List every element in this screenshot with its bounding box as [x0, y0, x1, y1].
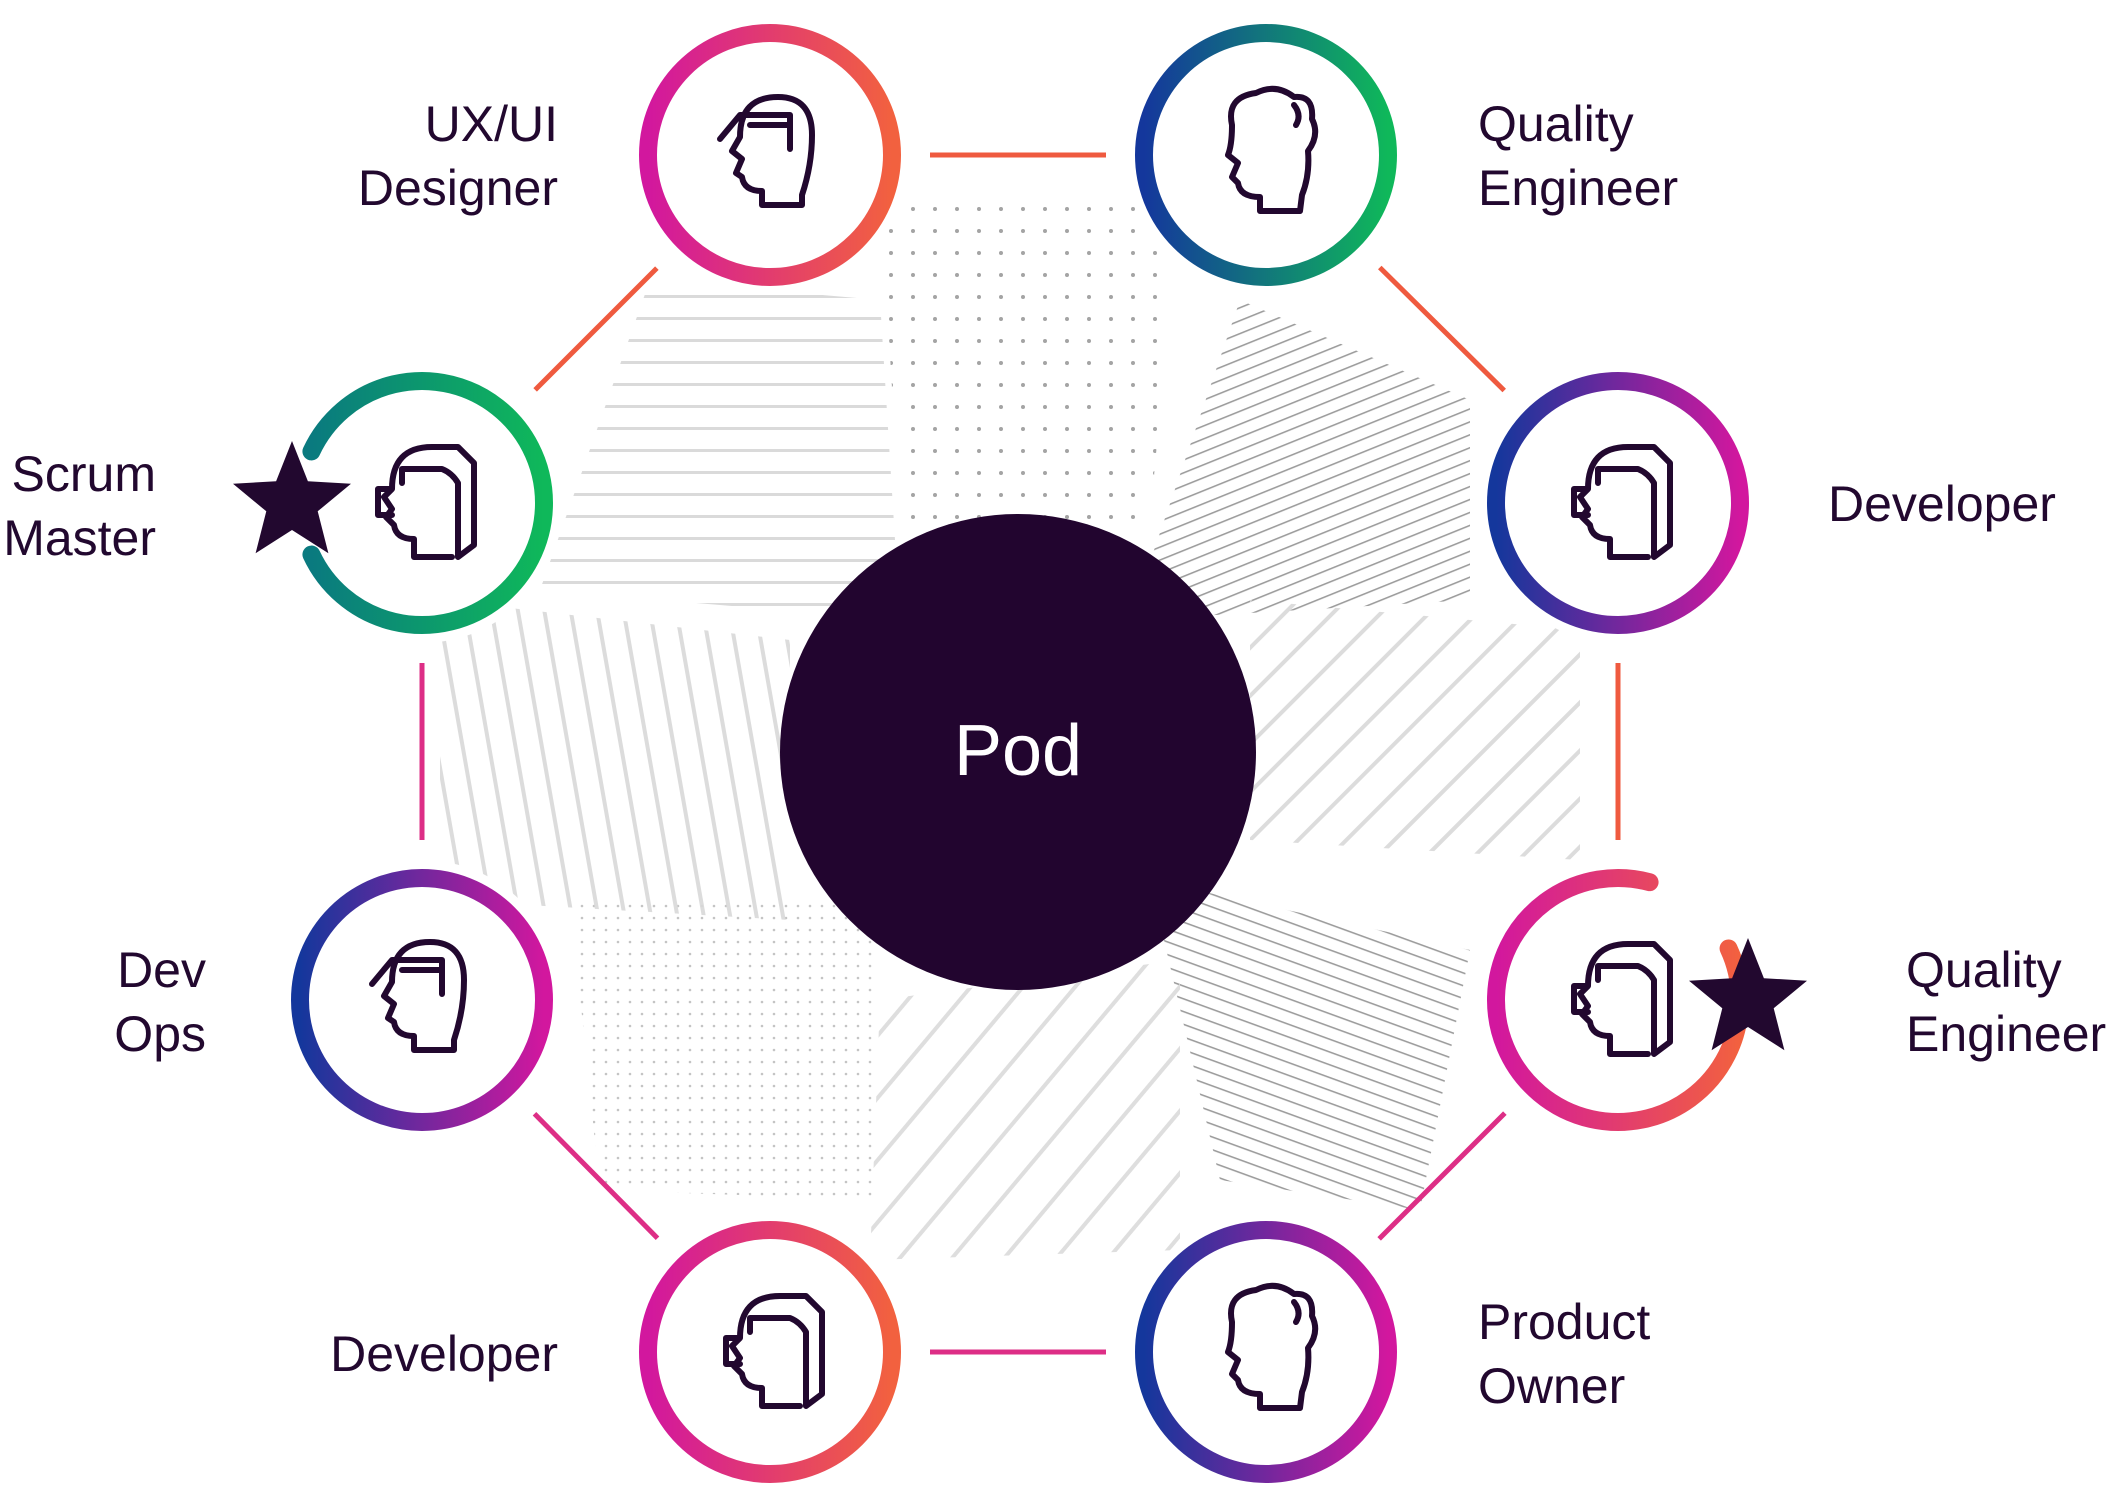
connector-line: [1378, 265, 1506, 393]
person-headset-icon: [375, 444, 477, 560]
background-pattern: [440, 190, 1580, 1260]
role-label-ux-ui-designer: UX/UI Designer: [358, 92, 558, 220]
node-backdrop: [282, 363, 562, 643]
node-backdrop: [630, 1212, 910, 1492]
node-ring: [639, 24, 901, 286]
node-backdrop: [282, 860, 562, 1140]
sector-dots-lower-left: [570, 900, 880, 1200]
label-line: Dev: [117, 942, 206, 998]
person-curly-hair-icon: [1225, 85, 1319, 214]
person-cap-icon: [369, 939, 467, 1053]
connector-line: [1377, 1111, 1507, 1241]
label-line: Quality: [1906, 942, 2062, 998]
label-line: Ops: [114, 1006, 206, 1062]
role-node-scrum-master: [233, 363, 562, 643]
node-backdrop: [630, 15, 910, 295]
label-line: Owner: [1478, 1358, 1626, 1414]
label-line: Master: [3, 510, 156, 566]
pod-center: Pod: [780, 514, 1256, 990]
role-label-product-owner: Product Owner: [1478, 1290, 1650, 1418]
node-backdrop: [1478, 363, 1758, 643]
role-node-quality-engineer-top: [1126, 15, 1406, 295]
label-line: Engineer: [1906, 1006, 2107, 1062]
sector-diag-bottom: [870, 960, 1180, 1260]
sector-fine-upper-right: [1130, 300, 1470, 620]
node-backdrop: [1126, 15, 1406, 295]
role-label-developer-right: Developer: [1828, 472, 2056, 536]
node-ring: [302, 372, 553, 634]
role-node-developer-right: [1478, 363, 1758, 643]
label-line: Developer: [1828, 476, 2056, 532]
person-headset-icon: [1571, 941, 1673, 1057]
node-ring: [639, 1221, 901, 1483]
role-label-dev-ops: Dev Ops: [114, 938, 206, 1066]
connector-line: [532, 1112, 660, 1240]
label-line: Quality: [1478, 96, 1634, 152]
person-curly-hair-icon: [1225, 1282, 1319, 1411]
star-icon: [233, 441, 351, 554]
star-icon: [1689, 938, 1807, 1051]
node-ring: [291, 869, 553, 1131]
role-label-scrum-master: Scrum Master: [3, 442, 156, 570]
pod-circle: [780, 514, 1256, 990]
node-ring: [1487, 869, 1749, 1131]
person-headset-icon: [723, 1293, 825, 1409]
sector-diag-right: [1250, 600, 1580, 860]
node-backdrop: [1126, 1212, 1406, 1492]
role-label-developer-bottom: Developer: [330, 1322, 558, 1386]
label-line: Scrum: [11, 446, 156, 502]
pod-label: Pod: [954, 711, 1082, 791]
person-cap-icon: [717, 94, 815, 208]
role-node-quality-engineer-right: [1478, 860, 1807, 1140]
node-ring: [1135, 24, 1397, 286]
connector-line: [533, 266, 659, 392]
node-backdrop: [1478, 860, 1758, 1140]
role-label-quality-engineer-top: Quality Engineer: [1478, 92, 1678, 220]
node-ring: [1135, 1221, 1397, 1483]
role-node-product-owner: [1126, 1212, 1406, 1492]
connectors: [419, 152, 1621, 1355]
label-line: Developer: [330, 1326, 558, 1382]
label-line: Designer: [357, 160, 558, 216]
role-node-ux-ui-designer: [630, 15, 910, 295]
person-headset-icon: [1571, 444, 1673, 560]
sector-fine-lower-right: [1150, 880, 1470, 1210]
sector-hatch-upper-left: [540, 280, 900, 620]
role-label-quality-engineer-right: Quality Engineer: [1906, 938, 2106, 1066]
role-node-developer-bottom: [630, 1212, 910, 1492]
node-ring: [1487, 372, 1749, 634]
role-node-dev-ops: [282, 860, 562, 1140]
sector-dots-top: [880, 190, 1180, 520]
label-line: Engineer: [1478, 160, 1679, 216]
role-nodes: [233, 15, 1807, 1492]
label-line: UX/UI: [424, 96, 558, 152]
label-line: Product: [1478, 1294, 1651, 1350]
sector-arcs-left: [440, 600, 790, 920]
